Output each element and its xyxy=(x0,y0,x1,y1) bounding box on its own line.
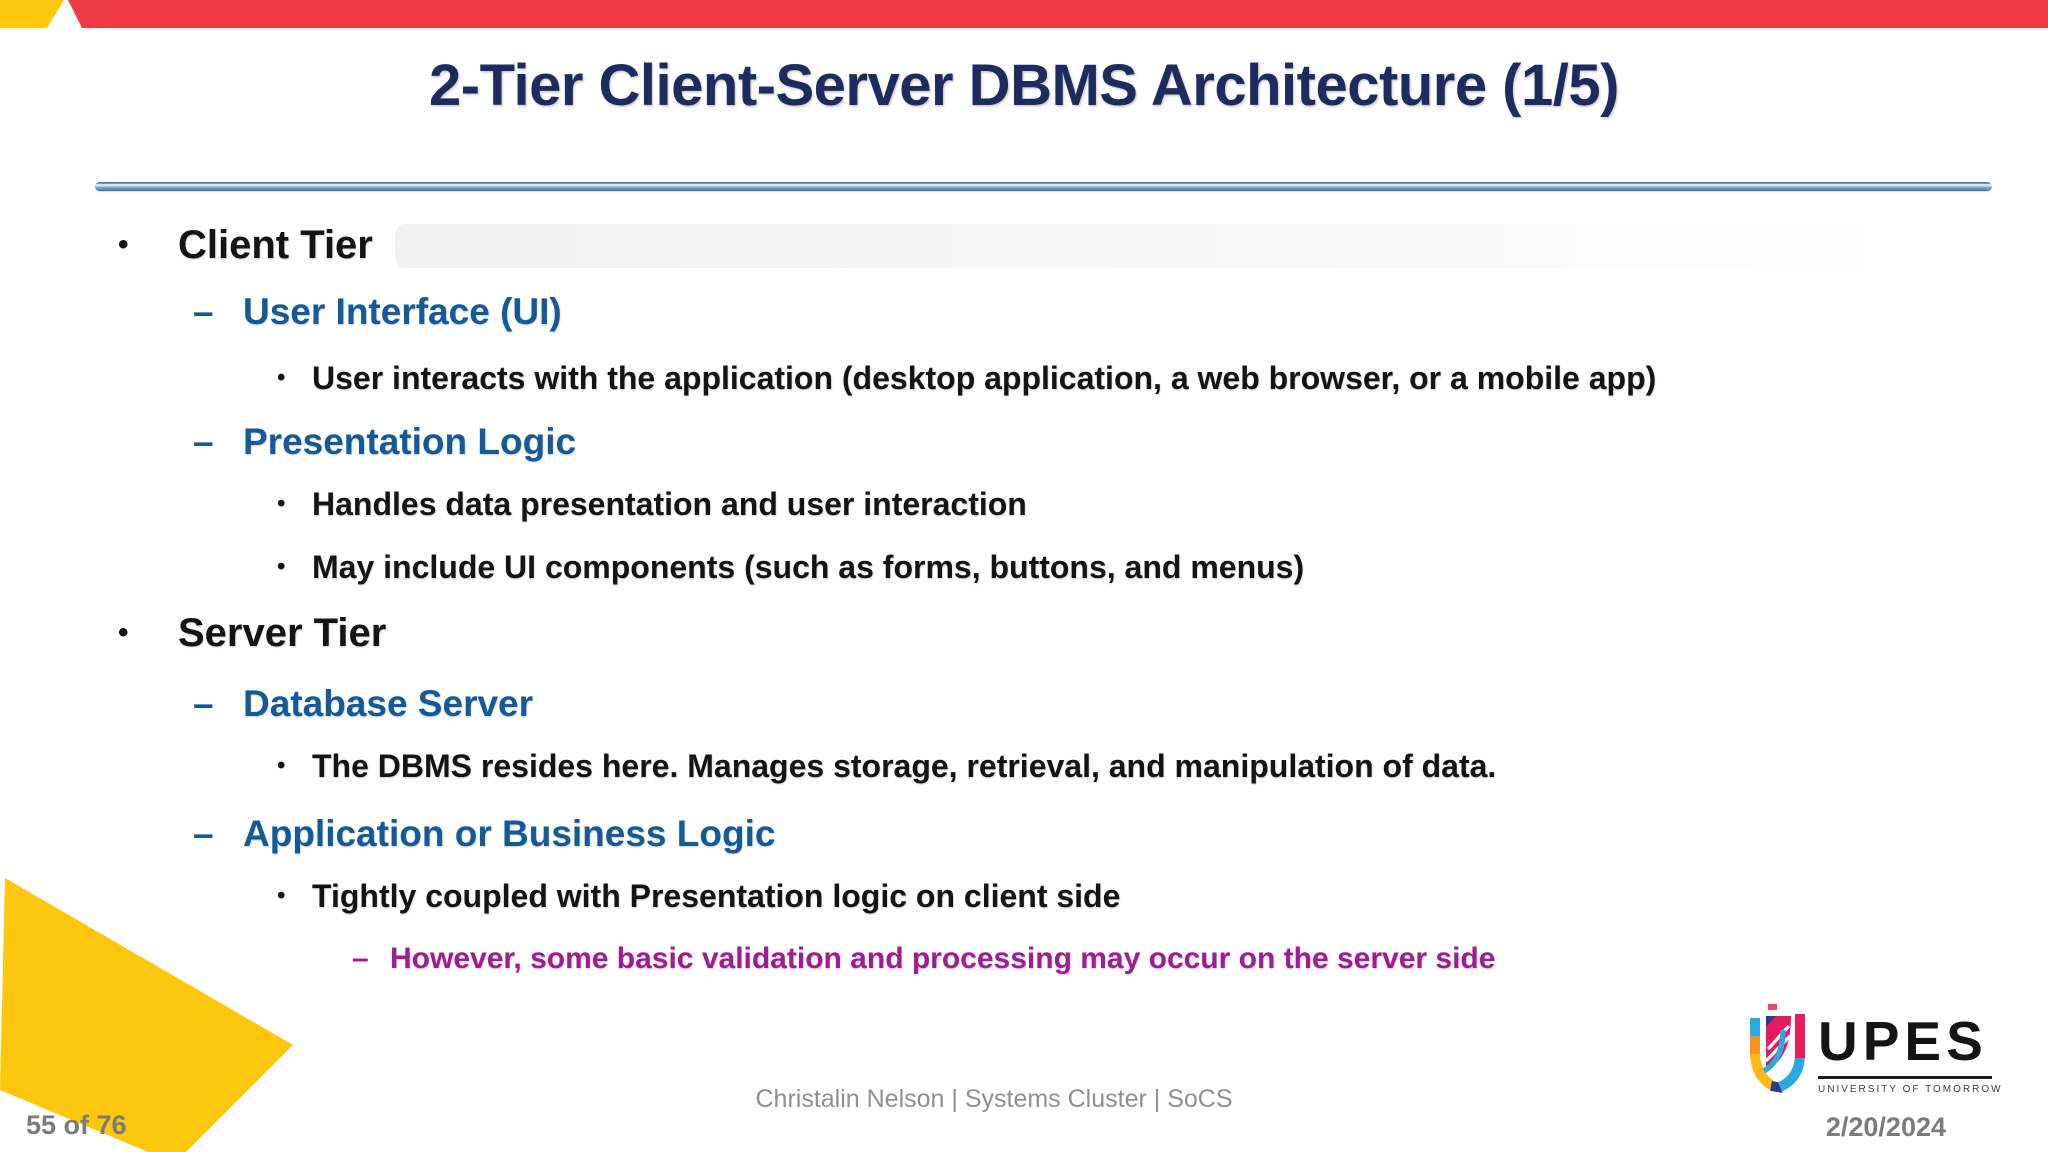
bullet-text: User Interface (UI) xyxy=(243,291,562,332)
dash-marker: – xyxy=(193,421,214,462)
bullet-marker: • xyxy=(118,228,129,261)
bullet-marker: • xyxy=(277,752,286,779)
dash-marker: – xyxy=(193,683,214,724)
upes-logo-emblem xyxy=(1750,1004,1805,1093)
bullet-text: However, some basic validation and proce… xyxy=(390,942,1496,975)
dash-marker: – xyxy=(193,291,214,332)
bullet-marker: • xyxy=(277,364,286,391)
bullet-text: Presentation Logic xyxy=(243,421,577,462)
upes-logo-tagline: UNIVERSITY OF TOMORROW xyxy=(1818,1084,2003,1095)
slide-date: 2/20/2024 xyxy=(1825,1112,1946,1142)
slide-title: 2-Tier Client-Server DBMS Architecture (… xyxy=(429,53,1619,118)
page-number: 55 of 76 xyxy=(26,1110,127,1140)
red-banner-bar xyxy=(68,0,2048,28)
upes-logo-rule xyxy=(1818,1076,1992,1079)
bullet-text: May include UI components (such as forms… xyxy=(312,549,1305,585)
dash-marker: – xyxy=(193,813,214,854)
bullet-text: Client Tier xyxy=(178,223,373,267)
footer-credit: Christalin Nelson | Systems Cluster | So… xyxy=(755,1085,1233,1113)
bullet-text: User interacts with the application (des… xyxy=(312,360,1657,396)
yellow-diamond-accent xyxy=(0,878,293,1152)
bullet-marker: • xyxy=(277,490,286,517)
bullet-marker: • xyxy=(277,882,286,909)
title-divider-line xyxy=(95,182,1992,191)
top-banner xyxy=(0,0,2048,28)
highlight-band xyxy=(395,224,1890,268)
bullet-text: Database Server xyxy=(243,683,534,724)
yellow-accent-shape xyxy=(0,0,64,28)
bullet-text: Tightly coupled with Presentation logic … xyxy=(312,878,1121,914)
bullet-marker: • xyxy=(277,553,286,580)
bullet-text: Application or Business Logic xyxy=(243,813,776,854)
upes-logo-wordmark: UPES xyxy=(1818,1010,1988,1072)
bullet-marker: • xyxy=(118,616,129,649)
bullet-text: Server Tier xyxy=(178,611,387,655)
dash-marker: – xyxy=(352,942,369,975)
bullet-text: The DBMS resides here. Manages storage, … xyxy=(312,748,1497,784)
bullet-text: Handles data presentation and user inter… xyxy=(312,486,1027,522)
